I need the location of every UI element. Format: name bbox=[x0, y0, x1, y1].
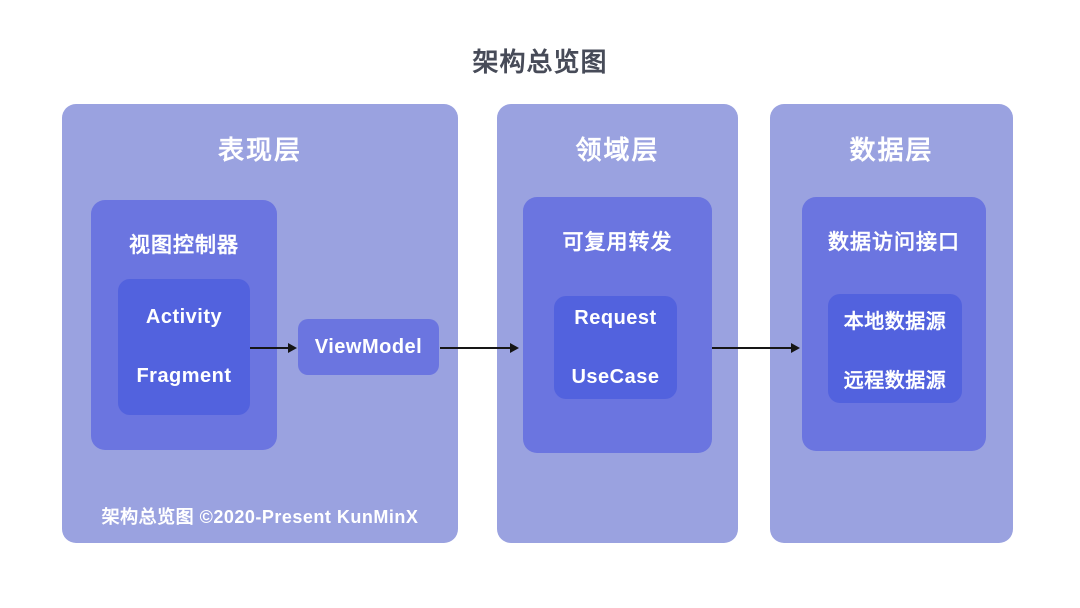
arrow-domain-to-data-icon bbox=[712, 343, 800, 353]
copyright-footer: 架构总览图 ©2020-Present KunMinX bbox=[101, 507, 419, 527]
item-remote-data-source: 远程数据源 bbox=[843, 369, 947, 392]
layer-data: 数据层 数据访问接口 本地数据源 远程数据源 bbox=[770, 104, 1013, 543]
group-reusable-dispatch-label: 可复用转发 bbox=[562, 231, 673, 254]
layer-data-title: 数据层 bbox=[849, 135, 934, 165]
item-activity: Activity bbox=[145, 306, 223, 328]
item-fragment: Fragment bbox=[136, 365, 232, 387]
box-viewmodel: ViewModel bbox=[298, 319, 439, 375]
layer-presentation: 表现层 视图控制器 Activity Fragment ViewModel 架构… bbox=[62, 104, 458, 543]
box-request-usecase: Request UseCase bbox=[554, 296, 677, 399]
layer-presentation-title: 表现层 bbox=[217, 135, 302, 165]
group-reusable-dispatch: 可复用转发 Request UseCase bbox=[523, 197, 712, 453]
box-activity-fragment: Activity Fragment bbox=[118, 279, 250, 415]
item-usecase: UseCase bbox=[571, 365, 660, 388]
group-data-access-interface-label: 数据访问接口 bbox=[828, 231, 960, 254]
item-request: Request bbox=[574, 306, 657, 329]
box-data-sources: 本地数据源 远程数据源 bbox=[828, 294, 962, 403]
arrow-viewcontroller-to-viewmodel-icon bbox=[250, 343, 297, 353]
group-view-controller-label: 视图控制器 bbox=[129, 234, 239, 257]
arrow-viewmodel-to-domain-icon bbox=[440, 343, 519, 353]
layer-domain: 领域层 可复用转发 Request UseCase bbox=[497, 104, 738, 543]
group-view-controller: 视图控制器 Activity Fragment bbox=[91, 200, 277, 450]
item-local-data-source: 本地数据源 bbox=[843, 310, 947, 333]
group-data-access-interface: 数据访问接口 本地数据源 远程数据源 bbox=[802, 197, 986, 451]
diagram-title: 架构总览图 bbox=[472, 47, 608, 77]
layer-domain-title: 领域层 bbox=[575, 135, 660, 165]
